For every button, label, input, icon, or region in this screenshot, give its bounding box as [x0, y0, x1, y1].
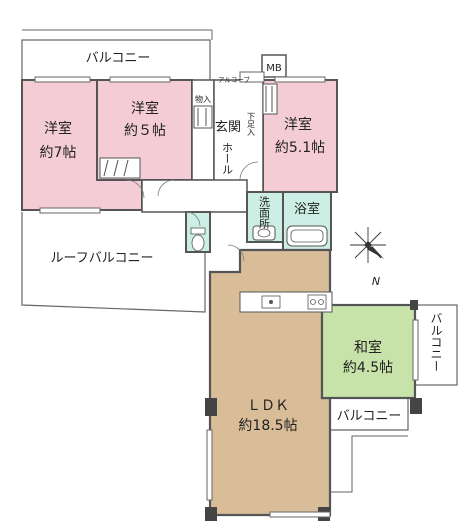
- ldk-room: [208, 248, 332, 517]
- pillar: [410, 300, 418, 310]
- balcony-bottom-label: バルコニー: [337, 409, 402, 424]
- window-sashes: [34, 76, 419, 518]
- room3-name: 洋室: [284, 116, 312, 133]
- roof-balcony: [21, 212, 206, 313]
- roof-balcony-label: ルーフバルコニー: [51, 251, 154, 266]
- hall-label: ホール: [221, 142, 234, 175]
- balcony-top-label: バルコニー: [86, 51, 151, 66]
- top-balcony: [21, 29, 213, 80]
- storage-label: 物入: [195, 94, 211, 104]
- alcove-label: アルコーブ: [218, 75, 250, 84]
- compass-icon: [350, 227, 386, 263]
- sink-icon: [252, 225, 276, 241]
- stove-icon: [307, 294, 327, 310]
- room2-size: 約５帖: [124, 123, 166, 139]
- compass-n-label: N: [372, 275, 380, 288]
- pillar: [205, 507, 217, 521]
- entrance-label: 玄関: [215, 120, 241, 135]
- room1-size: 約7帖: [40, 145, 77, 161]
- room1-name: 洋室: [44, 120, 72, 137]
- room2-name: 洋室: [131, 100, 159, 117]
- kitchen-counter: [239, 291, 333, 313]
- room3-size: 約5.1帖: [275, 140, 325, 156]
- washitsu-name: 和室: [354, 339, 382, 356]
- door-swings: [125, 161, 259, 262]
- hallway: [141, 179, 248, 213]
- mb-room: [261, 54, 287, 78]
- washitsu-room: [320, 303, 417, 400]
- bathtub-icon: [286, 225, 328, 247]
- balcony-right-label: バルコニー: [429, 312, 443, 372]
- ldk-name: ＬＤＫ: [247, 398, 289, 414]
- entrance-hall: [213, 79, 264, 193]
- washroom-label: 洗面所: [258, 196, 271, 230]
- bath-label: 浴室: [294, 201, 320, 217]
- pillar: [205, 398, 217, 416]
- toilet-icon: [190, 227, 206, 252]
- pillar: [410, 398, 422, 414]
- closet-icon: [99, 83, 278, 179]
- washitsu-size: 約4.5帖: [343, 360, 393, 376]
- kitchen-sink-icon: [261, 295, 281, 309]
- ldk-size: 約18.5帖: [238, 418, 297, 434]
- alcove: [239, 71, 265, 83]
- mb-label: MB: [266, 63, 282, 74]
- shoe-box-label: 下足入: [247, 112, 256, 136]
